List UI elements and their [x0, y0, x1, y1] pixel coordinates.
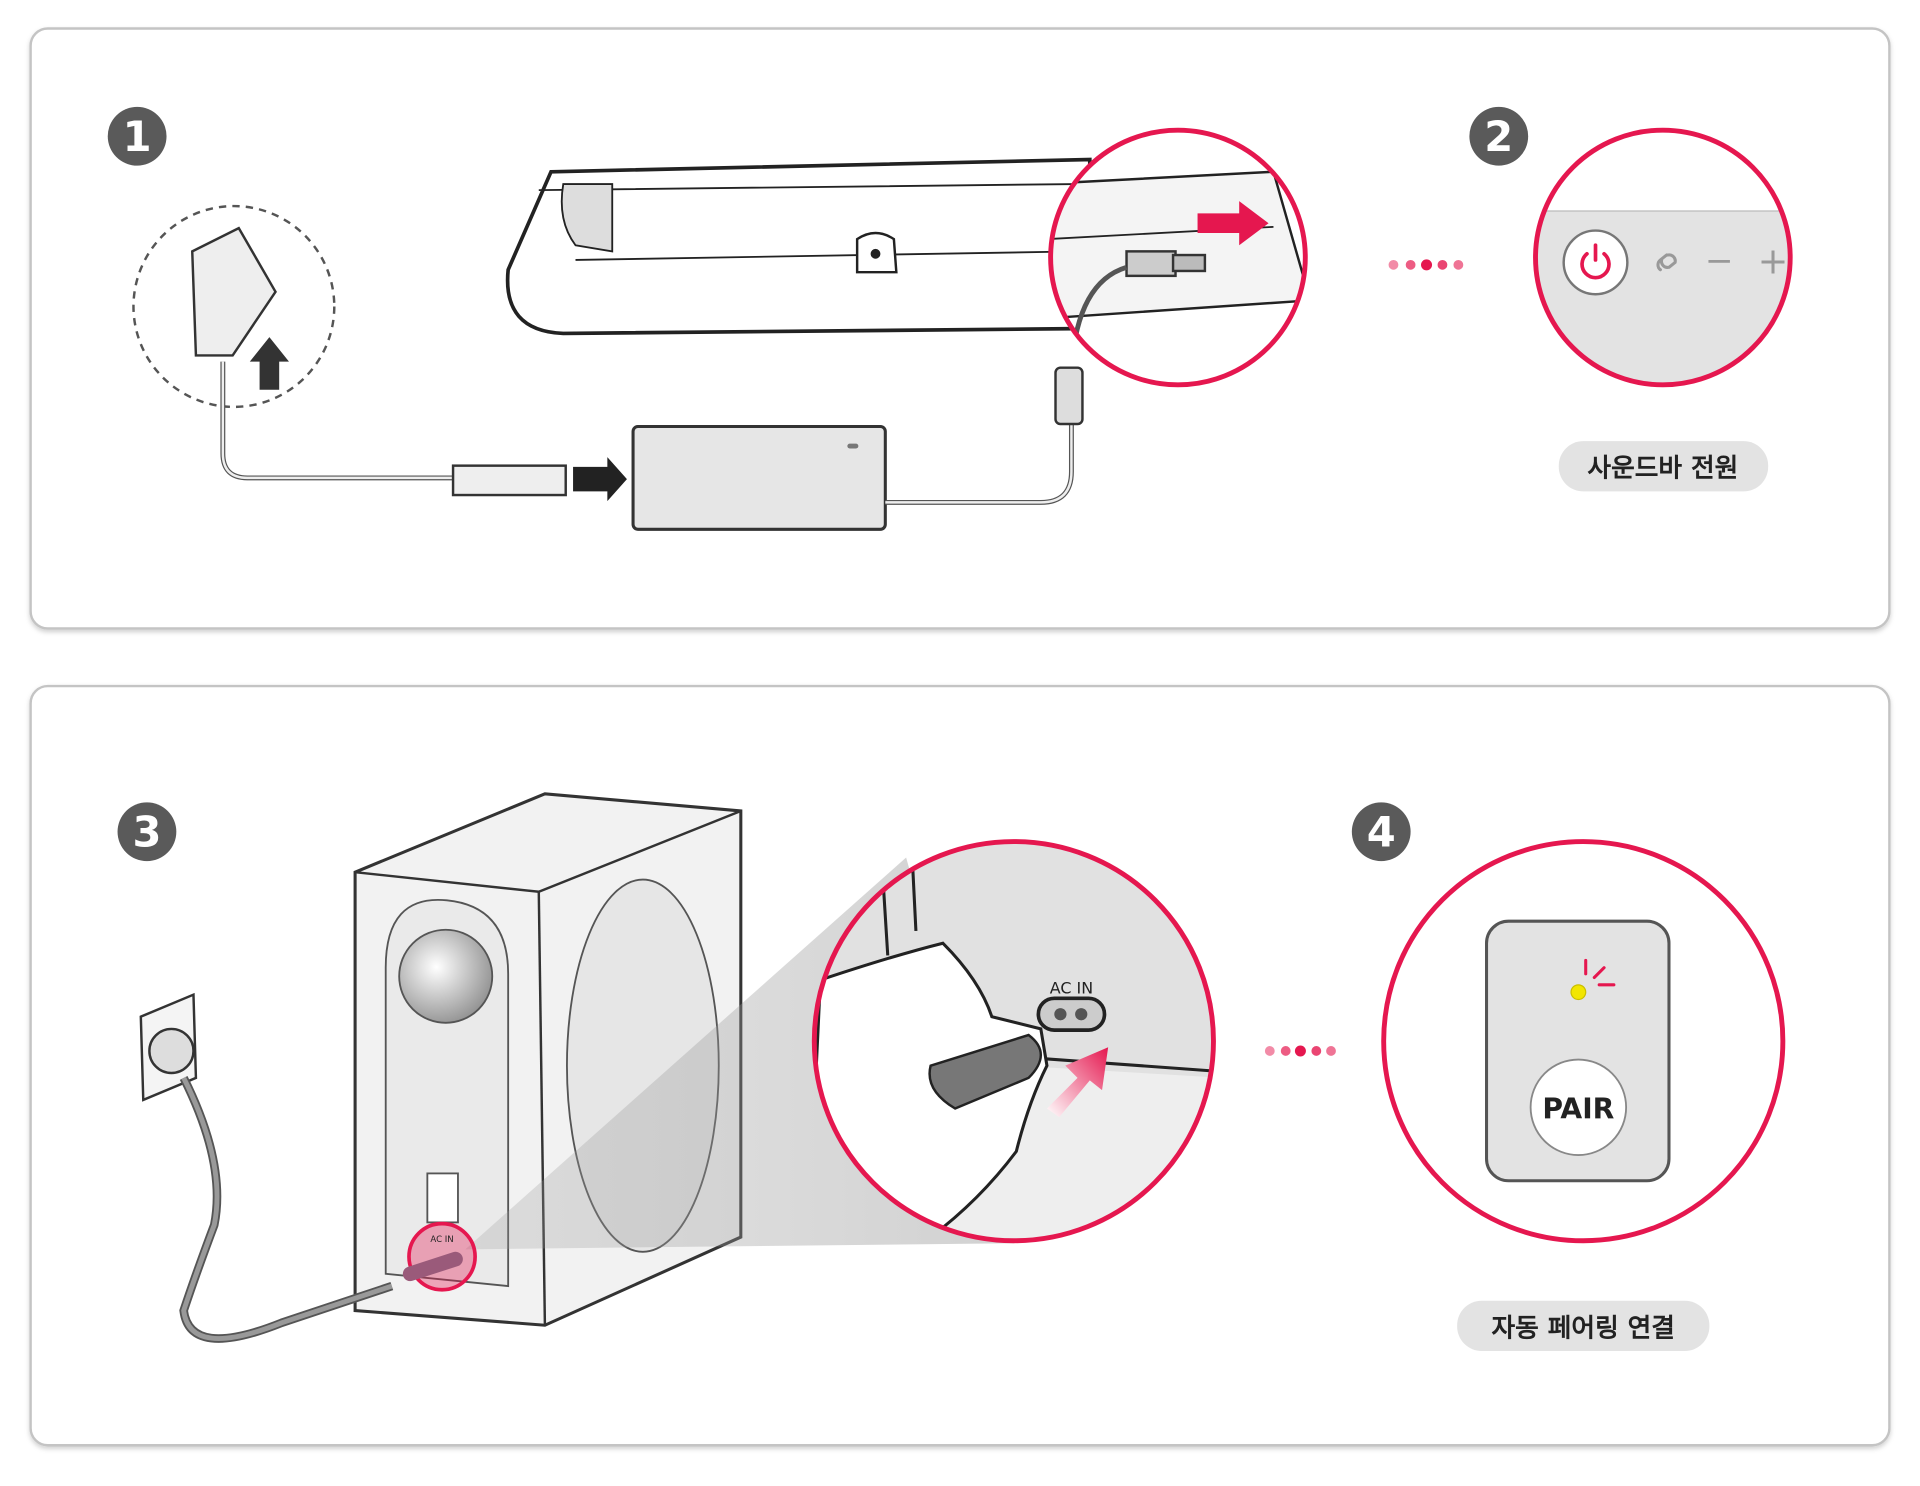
ac-in-label-large: AC IN — [1050, 978, 1093, 997]
svg-text:4: 4 — [1367, 807, 1396, 856]
power-adapter — [631, 366, 1084, 531]
step-connector-dots-1 — [1388, 259, 1464, 271]
caption-auto-pairing: 자동 페어링 연결 — [1457, 1300, 1710, 1351]
status-led — [1570, 984, 1587, 1001]
caption-soundbar-power: 사운드바 전원 — [1558, 441, 1769, 492]
step-3-badge: 3 — [117, 802, 177, 862]
volume-down-button[interactable]: − — [1705, 241, 1734, 281]
soundbar-illustration — [505, 157, 1092, 336]
step-2-badge: 2 — [1469, 106, 1529, 166]
power-button[interactable] — [1562, 229, 1629, 296]
link-icon[interactable] — [1656, 253, 1677, 272]
wall-outlet-cable — [139, 992, 394, 1343]
svg-text:PAIR: PAIR — [1542, 1092, 1614, 1125]
led-blink-icon — [1584, 958, 1616, 987]
zoom-circle-dc-in — [1048, 127, 1308, 388]
svg-text:자동 페어링 연결: 자동 페어링 연결 — [1492, 1313, 1675, 1343]
step-connector-dots-2 — [1264, 1045, 1336, 1057]
svg-text:1: 1 — [123, 112, 152, 161]
svg-text:2: 2 — [1484, 112, 1513, 161]
zoom-circle-ac-in: AC IN — [811, 839, 1216, 1244]
volume-up-button[interactable]: + — [1758, 239, 1789, 282]
zoom-circle-pair — [1381, 839, 1786, 1244]
step-1-badge: 1 — [107, 106, 167, 166]
ac-in-label-small: AC IN — [430, 1235, 453, 1245]
power-icon — [1580, 243, 1611, 280]
step-4-badge: 4 — [1351, 802, 1411, 862]
pair-button[interactable]: PAIR — [1529, 1058, 1628, 1156]
wall-plug-illustration — [132, 204, 627, 502]
svg-text:3: 3 — [132, 807, 161, 856]
svg-text:사운드바 전원: 사운드바 전원 — [1587, 454, 1738, 484]
